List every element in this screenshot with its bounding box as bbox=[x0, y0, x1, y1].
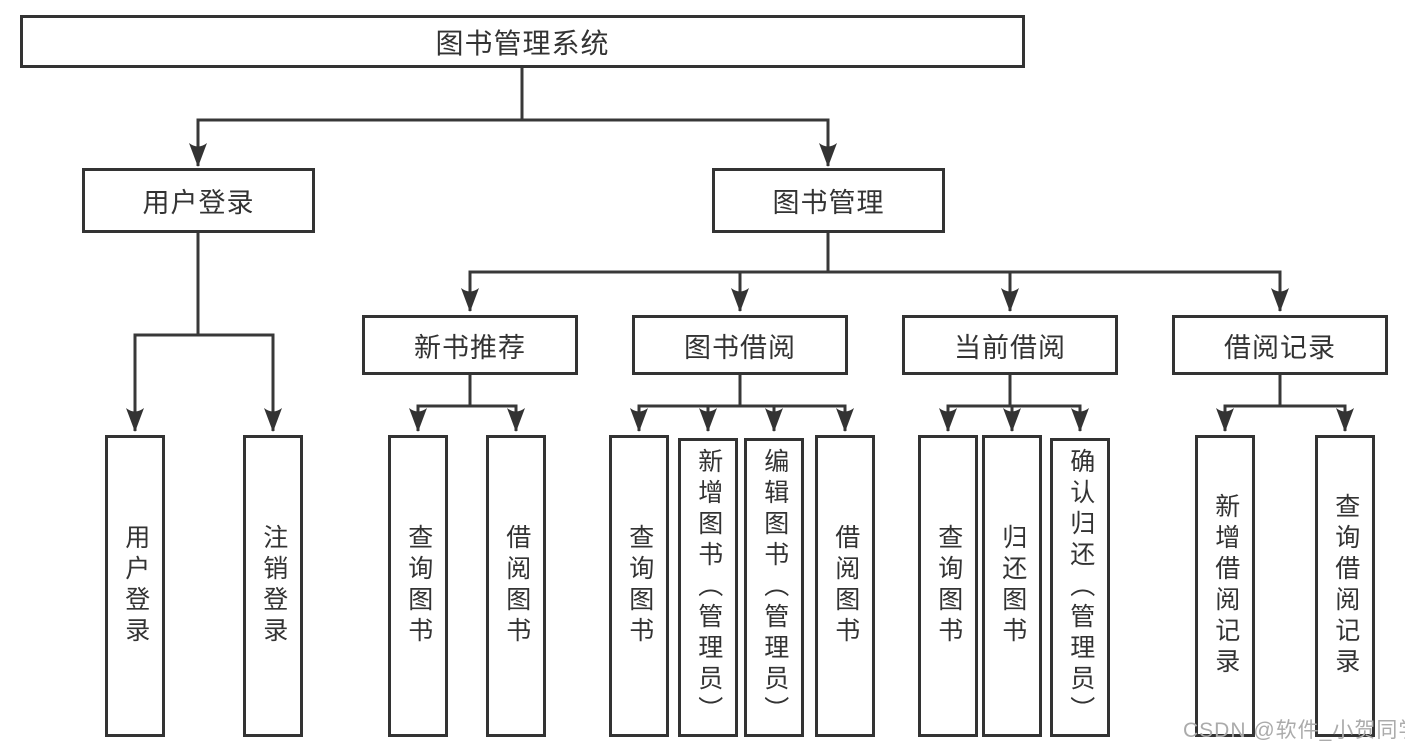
leaf-confirm-return-admin-label: 确认归还（管理员） bbox=[1066, 448, 1095, 727]
leaf-query-book-3-label: 查询图书 bbox=[934, 524, 963, 648]
leaf-borrow-book-2: 借阅图书 bbox=[815, 435, 875, 737]
node-user-login: 用户登录 bbox=[82, 168, 315, 233]
node-book-borrow: 图书借阅 bbox=[632, 315, 848, 375]
node-book-mgmt-label: 图书管理 bbox=[772, 188, 885, 218]
leaf-query-book-2: 查询图书 bbox=[609, 435, 669, 737]
node-new-book-recommend-label: 新书推荐 bbox=[414, 332, 526, 363]
leaf-user-login-label: 用户登录 bbox=[121, 524, 150, 648]
node-book-mgmt: 图书管理 bbox=[712, 168, 945, 233]
leaf-query-book-3: 查询图书 bbox=[918, 435, 978, 737]
leaf-query-book-1: 查询图书 bbox=[388, 435, 448, 737]
leaf-query-borrow-record-label: 查询借阅记录 bbox=[1331, 493, 1360, 679]
leaf-query-borrow-record: 查询借阅记录 bbox=[1315, 435, 1375, 737]
leaf-edit-book-admin: 编辑图书（管理员） bbox=[744, 438, 804, 737]
node-current-borrow-label: 当前借阅 bbox=[954, 332, 1066, 363]
node-borrow-records: 借阅记录 bbox=[1172, 315, 1388, 375]
leaf-edit-book-admin-label: 编辑图书（管理员） bbox=[760, 448, 789, 727]
node-current-borrow: 当前借阅 bbox=[902, 315, 1118, 375]
node-root-label: 图书管理系统 bbox=[435, 27, 610, 59]
leaf-add-book-admin-label: 新增图书（管理员） bbox=[694, 448, 723, 727]
leaf-borrow-book-2-label: 借阅图书 bbox=[831, 524, 860, 648]
node-book-borrow-label: 图书借阅 bbox=[684, 332, 796, 363]
leaf-add-borrow-record: 新增借阅记录 bbox=[1195, 435, 1255, 737]
node-new-book-recommend: 新书推荐 bbox=[362, 315, 578, 375]
leaf-borrow-book-1: 借阅图书 bbox=[486, 435, 546, 737]
node-user-login-label: 用户登录 bbox=[142, 188, 255, 218]
node-borrow-records-label: 借阅记录 bbox=[1224, 332, 1336, 363]
leaf-logout: 注销登录 bbox=[243, 435, 303, 737]
leaf-add-book-admin: 新增图书（管理员） bbox=[678, 438, 738, 737]
leaf-query-book-1-label: 查询图书 bbox=[404, 524, 433, 648]
node-root: 图书管理系统 bbox=[20, 15, 1025, 68]
csdn-watermark: CSDN @软件_小贺同学 bbox=[1183, 719, 1405, 742]
leaf-query-book-2-label: 查询图书 bbox=[625, 524, 654, 648]
leaf-return-book: 归还图书 bbox=[982, 435, 1042, 737]
leaf-add-borrow-record-label: 新增借阅记录 bbox=[1211, 493, 1240, 679]
leaf-confirm-return-admin: 确认归还（管理员） bbox=[1050, 438, 1110, 737]
leaf-user-login: 用户登录 bbox=[105, 435, 165, 737]
leaf-borrow-book-1-label: 借阅图书 bbox=[502, 524, 531, 648]
leaf-logout-label: 注销登录 bbox=[259, 524, 288, 648]
leaf-return-book-label: 归还图书 bbox=[998, 524, 1027, 648]
